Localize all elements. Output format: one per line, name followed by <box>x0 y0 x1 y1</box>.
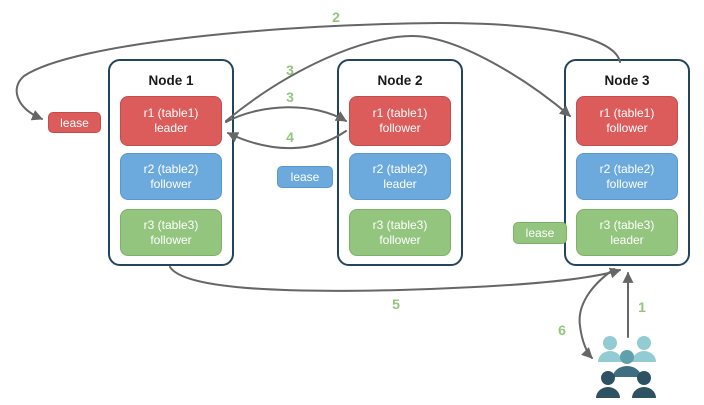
step-label-2: 2 <box>332 9 340 25</box>
replica-role: follower <box>606 176 648 191</box>
replica-role: leader <box>154 121 188 135</box>
node1-box: Node 1 r1 (table1) leader r2 (table2) fo… <box>108 59 234 266</box>
replica-name: r2 (table2) <box>599 161 655 176</box>
replica-role: follower <box>150 176 192 191</box>
replica-role: follower <box>379 232 421 247</box>
replica-name: r3 (table3) <box>599 217 655 232</box>
replica-role: follower <box>379 121 421 135</box>
node2-replica-r3: r3 (table3) follower <box>349 209 451 256</box>
replica-role: follower <box>150 232 192 247</box>
node1-replica-r2: r2 (table2) follower <box>120 153 222 200</box>
node1-replica-r1: r1 (table1) leader <box>120 96 222 146</box>
arrow-step6-node3-to-users <box>578 268 615 359</box>
step-label-5: 5 <box>392 296 400 312</box>
node3-title: Node 3 <box>604 73 650 88</box>
node3-replica-r3: r3 (table3) leader <box>576 209 678 256</box>
node2-replica-r2: r2 (table2) leader <box>349 153 451 200</box>
lease-badge-table1: lease <box>48 112 101 133</box>
replica-name: r3 (table3) <box>372 217 428 232</box>
replica-role: leader <box>383 176 417 191</box>
node3-replica-r2: r2 (table2) follower <box>576 153 678 200</box>
replica-name: r1 (table1) <box>372 106 428 120</box>
step-label-1: 1 <box>638 299 646 315</box>
node1-title: Node 1 <box>148 73 194 88</box>
step-label-6: 6 <box>558 322 566 338</box>
replica-role: follower <box>606 121 648 135</box>
replica-name: r1 (table1) <box>599 106 655 120</box>
node1-replica-r3: r3 (table3) follower <box>120 209 222 256</box>
node3-replica-r1: r1 (table1) follower <box>576 96 678 146</box>
step-label-3-upper: 3 <box>286 62 294 78</box>
lease-badge-table2: lease <box>277 166 333 188</box>
replica-name: r2 (table2) <box>143 161 199 176</box>
replica-name: r1 (table1) <box>143 106 199 120</box>
node2-replica-r1: r1 (table1) follower <box>349 96 451 146</box>
replica-name: r3 (table3) <box>143 217 199 232</box>
step-label-4: 4 <box>286 129 294 145</box>
replica-role: leader <box>610 232 644 247</box>
replica-name: r2 (table2) <box>372 161 428 176</box>
step-label-3-lower: 3 <box>286 89 294 105</box>
arrow-step3-node1r1-to-node2r1 <box>225 106 347 123</box>
arrow-step5-node1-to-node3 <box>169 266 622 292</box>
node2-box: Node 2 r1 (table1) follower r2 (table2) … <box>337 59 463 266</box>
node2-title: Node 2 <box>377 73 423 88</box>
lease-badge-table3: lease <box>513 222 567 244</box>
node3-box: Node 3 r1 (table1) follower r2 (table2) … <box>564 59 690 266</box>
users-icon <box>596 336 656 398</box>
